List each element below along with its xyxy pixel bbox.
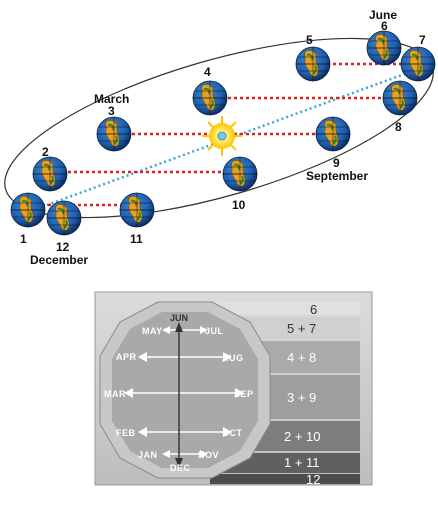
dial-label-oct: OCT [222, 428, 243, 438]
earth-globe-3 [96, 116, 132, 152]
dial-label-aug: AUG [222, 353, 244, 363]
position-label-3: 3 [108, 104, 115, 118]
earth-globe-9 [315, 116, 351, 152]
earth-globe-1 [10, 192, 46, 228]
earth-globe-6 [366, 30, 402, 66]
position-label-10: 10 [232, 198, 246, 212]
earth-globe-12 [46, 200, 82, 236]
orbit-diagram: 1 2 3 4 5 6 7 8 9 10 11 12 March June Se… [4, 8, 436, 267]
month-label-september: September [306, 169, 368, 183]
position-label-6: 6 [381, 19, 388, 33]
dial-label-mar: MAR [104, 389, 126, 399]
row-label-12: 12 [306, 472, 320, 487]
row-label-5-7: 5 + 7 [287, 321, 316, 336]
dial-month-labels: JUN MAY JUL APR AUG MAR SEP FEB OCT JAN … [104, 313, 254, 473]
dial-label-nov: NOV [198, 450, 219, 460]
position-label-2: 2 [42, 145, 49, 159]
dial-arrowheads [124, 326, 244, 458]
dial-face [112, 312, 258, 468]
dial-label-feb: FEB [116, 428, 136, 438]
position-label-5: 5 [306, 33, 313, 47]
earth-globe-10 [222, 156, 258, 192]
earth-globe-2 [32, 156, 68, 192]
month-label-december: December [30, 253, 88, 267]
position-label-8: 8 [395, 120, 402, 134]
position-label-12: 12 [56, 240, 70, 254]
dial-label-jun: JUN [170, 313, 188, 323]
position-label-1: 1 [20, 232, 27, 246]
earth-globe-7 [400, 46, 436, 82]
position-numbers: 1 2 3 4 5 6 7 8 9 10 11 12 [20, 19, 426, 254]
dial-label-sep: SEP [234, 389, 254, 399]
sun [202, 116, 242, 156]
earth-globe-4 [192, 80, 228, 116]
position-label-9: 9 [333, 156, 340, 170]
row-box-6 [210, 302, 360, 315]
month-label-june: June [369, 8, 397, 22]
month-label-march: March [94, 92, 129, 106]
dial-axis-top-arrowhead [175, 322, 183, 332]
row-labels: 6 5 + 7 4 + 8 3 + 9 2 + 10 1 + 11 12 [284, 302, 321, 487]
dial-label-jan: JAN [138, 450, 158, 460]
row-label-6: 6 [310, 302, 317, 317]
position-label-7: 7 [419, 33, 426, 47]
dial-label-apr: APR [116, 352, 137, 362]
dial-label-dec: DEC [170, 463, 191, 473]
row-label-4-8: 4 + 8 [287, 350, 316, 365]
dial-label-jul: JUL [205, 326, 224, 336]
dial-axis-bottom-arrowhead [175, 458, 183, 468]
row-label-1-11: 1 + 11 [284, 455, 320, 470]
row-label-3-9: 3 + 9 [287, 390, 316, 405]
dial-panel: JUN MAY JUL APR AUG MAR SEP FEB OCT JAN … [94, 291, 373, 487]
row-label-2-10: 2 + 10 [284, 429, 321, 444]
row-box-12 [210, 474, 360, 484]
position-label-11: 11 [130, 232, 143, 246]
dial-arrows [128, 329, 240, 455]
earth-globe-5 [295, 46, 331, 82]
dial-label-may: MAY [142, 326, 163, 336]
earth-globe-8 [382, 80, 418, 116]
position-label-4: 4 [204, 65, 211, 79]
month-labels: March June September December [30, 8, 397, 267]
earth-globe-11 [119, 192, 155, 228]
